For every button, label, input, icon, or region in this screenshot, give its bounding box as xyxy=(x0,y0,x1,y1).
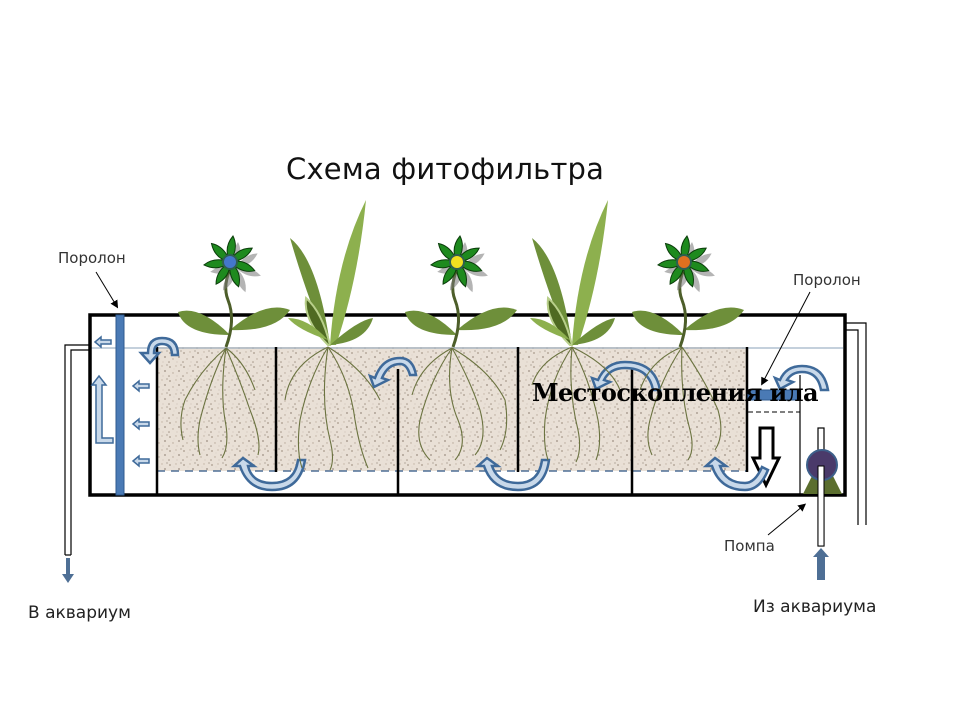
foam-left xyxy=(115,314,125,496)
outlet-pipe xyxy=(64,344,90,556)
flow-arrow-4 xyxy=(474,456,551,492)
flower-center-orange xyxy=(678,256,690,268)
inlet-label: Из аквариума xyxy=(753,597,877,617)
foam-left-label: Поролон xyxy=(58,249,126,267)
diagram-title: Схема фитофильтра xyxy=(286,152,605,186)
tank-outline xyxy=(88,313,847,497)
flow-arrow-5 xyxy=(589,360,662,392)
flower-head-icon xyxy=(657,235,710,288)
silt-area-label: Местоскопления ила xyxy=(532,378,819,407)
flow-arrow-6 xyxy=(702,456,770,492)
flower-head-icon xyxy=(430,235,483,288)
partitions xyxy=(155,347,801,495)
pump-icon xyxy=(803,449,842,547)
pump-label: Помпа xyxy=(724,537,775,555)
roots xyxy=(180,346,722,471)
leafy-plant-2 xyxy=(288,200,373,346)
gravel-bed xyxy=(157,347,747,471)
flower-center-blue xyxy=(224,256,236,268)
flow-arrow-1 xyxy=(138,336,180,365)
flow-arrow-3 xyxy=(367,356,418,389)
overflow-pipe xyxy=(845,322,867,525)
outlet-label: В аквариум xyxy=(28,603,131,623)
leafy-plant-4 xyxy=(530,200,615,346)
flower-plant-5 xyxy=(632,235,744,348)
foam-right xyxy=(747,389,801,401)
flower-center-yellow xyxy=(451,256,463,268)
flower-plant-3 xyxy=(405,235,517,348)
flower-plant-1 xyxy=(178,235,290,348)
inlet-arrow-icon xyxy=(813,548,829,580)
foam-right-label: Поролон xyxy=(793,271,861,289)
flower-head-icon xyxy=(203,235,256,288)
flow-arrow-2 xyxy=(230,456,307,492)
foam-flow-arrows xyxy=(90,335,150,468)
outlet-arrow-icon xyxy=(62,558,74,583)
plants xyxy=(178,200,744,348)
